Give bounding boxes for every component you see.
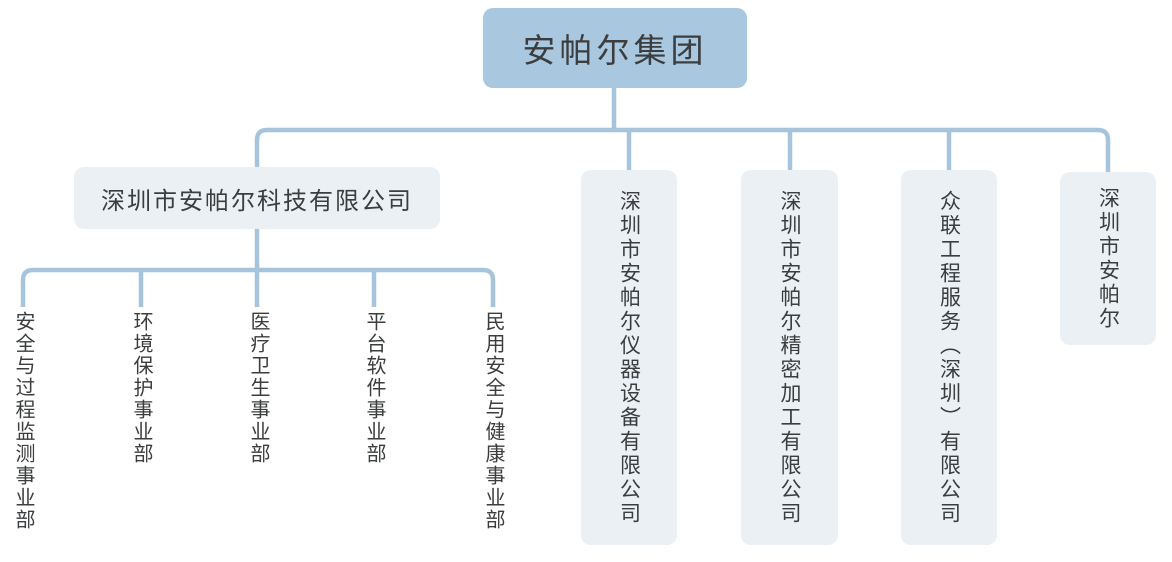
- node-company: 深圳市安帕尔精密加工有限公司: [741, 170, 838, 545]
- node-company: 深圳市安帕尔仪器设备有限公司: [581, 170, 677, 545]
- node-company: 深圳市安帕尔科技有限公司: [74, 167, 440, 229]
- node-division: 安全与过程监测事业部: [12, 311, 34, 531]
- node-label: 深圳市安帕尔精密加工有限公司: [778, 189, 801, 526]
- node-label: 深圳市安帕尔仪器设备有限公司: [617, 189, 641, 526]
- node-label: 深圳市安帕尔: [1096, 186, 1120, 331]
- node-division: 平台软件事业部: [363, 311, 385, 465]
- node-division: 医疗卫生事业部: [247, 311, 269, 465]
- node-division: 环境保护事业部: [130, 311, 152, 465]
- connector-line: [20, 267, 496, 307]
- node-label: 众联工程服务（深圳）有限公司: [937, 189, 961, 526]
- node-division: 民用安全与健康事业部: [482, 311, 504, 531]
- node-label: 安帕尔集团: [522, 32, 708, 69]
- node-company: 深圳市安帕尔: [1060, 172, 1156, 345]
- node-label: 深圳市安帕尔科技有限公司: [101, 187, 413, 215]
- node-group-root: 安帕尔集团: [483, 8, 747, 88]
- node-company: 众联工程服务（深圳）有限公司: [901, 170, 997, 545]
